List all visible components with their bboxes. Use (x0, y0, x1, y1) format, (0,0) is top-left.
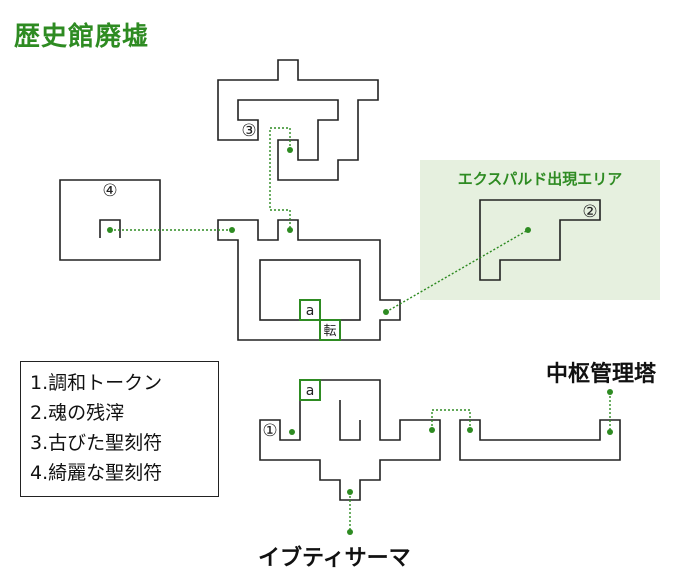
marker-dot-room2[interactable] (525, 227, 531, 233)
room-marker-4: ④ (102, 181, 117, 201)
marker-dot-ibutysama-end[interactable] (347, 529, 353, 535)
map-title: 歴史館廃墟 (14, 22, 150, 52)
route-room3-to-central (269, 127, 291, 230)
marker-dot-central-top[interactable] (287, 227, 293, 233)
room-2-outline (479, 199, 601, 281)
badge-transfer: 転 (323, 324, 336, 339)
legend-item-4: 4.綺麗な聖刻符 (30, 462, 163, 484)
marker-dot-hub-right[interactable] (607, 429, 613, 435)
marker-dot-central-right[interactable] (383, 309, 389, 315)
room-marker-3: ③ (241, 121, 256, 141)
spawn-region-label: エクスパルド出現エリア (457, 170, 623, 188)
hub-corridor-outline (459, 419, 621, 461)
badge-a-lower-box (299, 379, 321, 401)
marker-dot-hub-left[interactable] (467, 427, 473, 433)
marker-dot-central-left[interactable] (229, 227, 235, 233)
hub-label[interactable]: 中枢管理塔 (546, 362, 657, 387)
room-4-alcove (99, 219, 121, 238)
badge-a-lower: a (306, 383, 315, 399)
marker-dot-hub-label[interactable] (607, 389, 613, 395)
room-marker-1: ① (262, 421, 277, 441)
room-1-outline (259, 379, 441, 501)
badge-transfer-box (319, 319, 341, 341)
route-central-to-room2 (385, 229, 529, 313)
badge-a-upper-box (299, 299, 321, 321)
room-4-outline (59, 179, 161, 261)
room-1-inner-wall (339, 400, 361, 441)
marker-dot-room3[interactable] (287, 147, 293, 153)
marker-dot-room1-a[interactable] (289, 429, 295, 435)
legend-box: 1.調和トークン 2.魂の残滓 3.古びた聖刻符 4.綺麗な聖刻符 (20, 361, 219, 497)
room-3-outline (217, 59, 379, 181)
marker-dot-room4[interactable] (107, 227, 113, 233)
room-marker-2: ② (582, 202, 597, 222)
legend-item-3: 3.古びた聖刻符 (30, 432, 163, 454)
ibutysama-label[interactable]: イブティサーマ (258, 546, 411, 571)
marker-dot-room1-b[interactable] (429, 427, 435, 433)
badge-a-upper: a (306, 303, 315, 319)
legend-item-2: 2.魂の残滓 (30, 402, 125, 424)
marker-dot-ibutysama[interactable] (347, 489, 353, 495)
central-building-outline (217, 219, 401, 341)
spawn-region (420, 160, 660, 300)
legend-item-1: 1.調和トークン (30, 372, 163, 394)
route-room1-to-hub (431, 409, 471, 430)
